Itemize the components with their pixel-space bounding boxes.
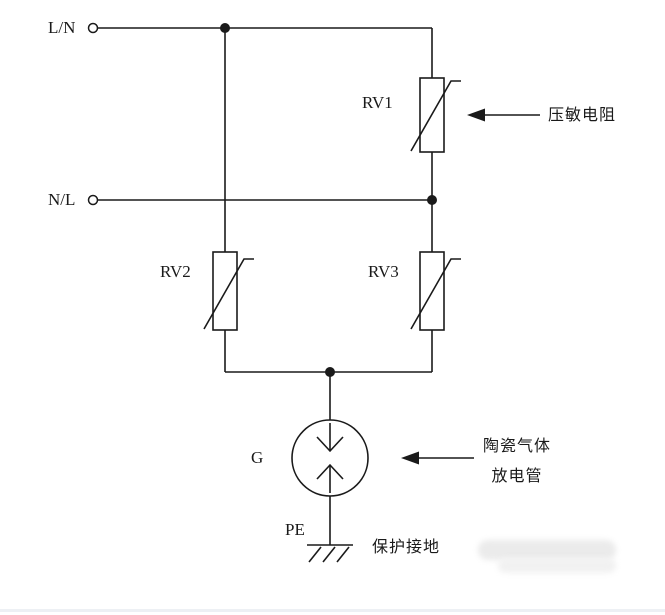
gas-tube-pointer-arrow-icon (401, 451, 474, 465)
annotation-gas-tube: 陶瓷气体 放电管 (476, 437, 558, 487)
component-label-rv2: RV2 (160, 262, 191, 281)
earth-ground-icon (307, 544, 353, 563)
junction-dot-icon (325, 367, 335, 377)
varistor-pointer-arrow-icon (467, 108, 540, 122)
bottom-edge-strip (0, 609, 665, 612)
ln-terminal-icon (87, 22, 99, 34)
annotation-protective-earth: 保护接地 (372, 539, 441, 556)
rv3-varistor-icon (410, 251, 461, 331)
component-label-rv3: RV3 (368, 262, 399, 281)
annotation-varistor: 压敏电阻 (548, 107, 617, 124)
component-label-pe: PE (285, 520, 305, 539)
annotation-gas-tube-line2: 放电管 (491, 468, 543, 485)
annotation-gas-tube-line1: 陶瓷气体 (482, 438, 551, 455)
component-label-g: G (251, 448, 264, 467)
component-label-rv1: RV1 (362, 93, 393, 112)
rv1-varistor-icon (410, 77, 461, 153)
terminal-label-nl: N/L (48, 190, 76, 209)
watermark-smudge (478, 540, 616, 560)
gas-discharge-tube-icon (291, 419, 369, 497)
junction-dot-icon (220, 23, 230, 33)
watermark-smudge (498, 558, 616, 573)
terminal-label-ln: L/N (48, 18, 76, 37)
nl-terminal-icon (87, 194, 99, 206)
rv2-varistor-icon (203, 251, 254, 331)
junction-dot-icon (427, 195, 437, 205)
